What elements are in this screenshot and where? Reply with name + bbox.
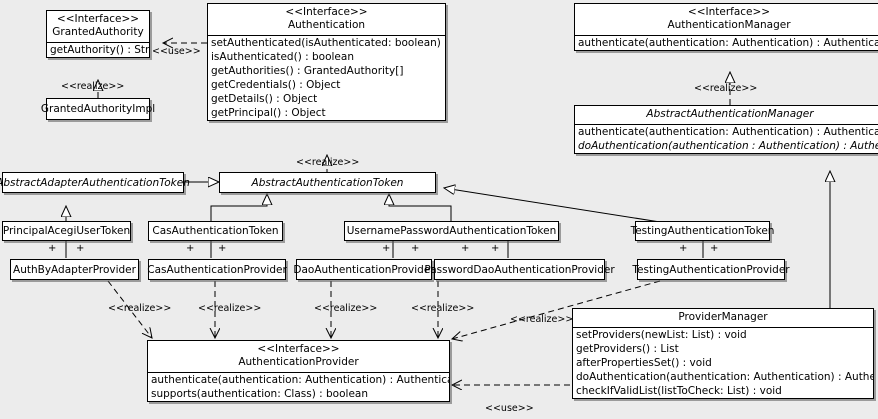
class-dao-authentication-provider[interactable]: DaoAuthenticationProvider — [293, 259, 435, 280]
class-testing-authentication-token[interactable]: TestingAuthenticationToken — [631, 221, 774, 241]
method-compartment: setAuthenticated(isAuthenticated: boolea… — [208, 35, 445, 120]
relationship-label-realize-abstract-auth-manager: <<realize>> — [694, 83, 758, 94]
class-name: AbstractAdapterAuthenticationToken — [0, 176, 190, 189]
class-name: TestingAuthenticationProvider — [632, 263, 790, 276]
class-cas-authentication-provider[interactable]: CasAuthenticationProvider — [147, 259, 287, 280]
relationship-label-realize-dao-provider: <<realize>> — [314, 303, 378, 314]
relationship-label-realize-password-dao-provider: <<realize>> — [411, 303, 475, 314]
class-abstract-adapter-authentication-token[interactable]: AbstractAdapterAuthenticationToken — [0, 172, 190, 193]
class-name: TestingAuthenticationToken — [630, 225, 775, 237]
class-name: AuthenticationManager — [667, 19, 791, 31]
method-item: isAuthenticated() : boolean — [211, 51, 354, 63]
method-item: checkIfValidList(listToCheck: List) : vo… — [576, 385, 782, 397]
class-authentication-manager[interactable]: <<Interface>> AuthenticationManager auth… — [574, 3, 878, 51]
class-name: AbstractAuthenticationManager — [646, 108, 814, 120]
class-header: <<Interface>> AuthenticationManager — [575, 4, 878, 35]
class-name: PrincipalAcegiUserToken — [2, 225, 131, 237]
association-marker-plus: + — [382, 243, 391, 254]
association-marker-plus: + — [679, 243, 688, 254]
relationship-label-use-authentication: <<use>> — [152, 46, 201, 57]
class-abstract-authentication-token[interactable]: AbstractAuthenticationToken — [219, 172, 436, 193]
class-header: <<Interface>> GrantedAuthority — [47, 11, 149, 42]
class-auth-by-adapter-provider[interactable]: AuthByAdapterProvider — [10, 259, 139, 280]
method-item: authenticate(authentication: Authenticat… — [578, 126, 878, 138]
association-marker-plus: + — [76, 243, 85, 254]
class-header: <<Interface>> AuthenticationProvider — [148, 341, 449, 372]
class-password-dao-authentication-provider[interactable]: PasswordDaoAuthenticationProvider — [424, 259, 615, 280]
method-item: setAuthenticated(isAuthenticated: boolea… — [211, 37, 445, 49]
association-marker-plus: + — [48, 243, 57, 254]
method-item: getCredentials() : Object — [211, 79, 341, 91]
stereotype-label: <<Interface>> — [285, 6, 368, 18]
class-name: PasswordDaoAuthenticationProvider — [424, 263, 615, 276]
class-granted-authority[interactable]: <<Interface>> GrantedAuthority getAuthor… — [46, 10, 150, 58]
method-item: setProviders(newList: List) : void — [576, 329, 747, 341]
class-authentication[interactable]: <<Interface>> Authentication setAuthenti… — [207, 3, 446, 121]
class-granted-authority-impl[interactable]: GrantedAuthorityImpl — [41, 98, 155, 120]
class-name: AbstractAuthenticationToken — [251, 176, 404, 189]
class-authentication-provider[interactable]: <<Interface>> AuthenticationProvider aut… — [147, 340, 450, 402]
method-item: authenticate(authentication: Authenticat… — [578, 37, 878, 49]
method-item: getProviders() : List — [576, 343, 679, 355]
method-item: authenticate(authentication: Authenticat… — [151, 374, 449, 386]
association-marker-plus: + — [491, 243, 500, 254]
method-compartment: authenticate(authentication: Authenticat… — [575, 35, 878, 50]
class-name: AuthenticationProvider — [238, 356, 359, 368]
association-marker-plus: + — [186, 243, 195, 254]
class-header: <<Interface>> Authentication — [208, 4, 445, 35]
method-compartment: getAuthority() : String — [47, 42, 149, 57]
method-item: afterPropertiesSet() : void — [576, 357, 712, 369]
class-name: UsernamePasswordAuthenticationToken — [346, 225, 557, 237]
relationship-label-use-provider-manager: <<use>> — [485, 403, 534, 414]
relationship-label-realize-granted-authority-impl: <<realize>> — [61, 81, 125, 92]
stereotype-label: <<Interface>> — [687, 6, 771, 18]
association-marker-plus: + — [710, 243, 719, 254]
method-item: doAuthentication(authentication: Authent… — [576, 371, 873, 383]
class-username-password-authentication-token[interactable]: UsernamePasswordAuthenticationToken — [344, 221, 559, 241]
method-compartment: setProviders(newList: List) : void getPr… — [573, 327, 873, 398]
class-cas-authentication-token[interactable]: CasAuthenticationToken — [148, 221, 283, 241]
method-item: supports(authentication: Class) : boolea… — [151, 388, 368, 400]
class-principal-acegi-user-token[interactable]: PrincipalAcegiUserToken — [2, 221, 131, 241]
stereotype-label: <<Interface>> — [257, 343, 340, 355]
class-provider-manager[interactable]: ProviderManager setProviders(newList: Li… — [572, 308, 874, 399]
association-marker-plus: + — [411, 243, 420, 254]
relationship-label-realize-authentication-token: <<realize>> — [296, 157, 360, 168]
class-name: GrantedAuthority — [52, 26, 144, 38]
relationship-label-realize-cas-provider: <<realize>> — [198, 303, 262, 314]
class-name: GrantedAuthorityImpl — [40, 103, 156, 115]
method-compartment: authenticate(authentication: Authenticat… — [148, 372, 449, 401]
method-item: doAuthentication(authentication : Authen… — [578, 140, 878, 152]
class-name: CasAuthenticationProvider — [147, 263, 287, 276]
method-compartment: authenticate(authentication: Authenticat… — [575, 124, 878, 153]
class-name: ProviderManager — [678, 311, 768, 323]
class-name: AuthByAdapterProvider — [13, 263, 136, 276]
method-item: getAuthorities() : GrantedAuthority[] — [211, 65, 404, 77]
stereotype-label: <<Interface>> — [56, 13, 140, 25]
class-name: DaoAuthenticationProvider — [293, 263, 435, 276]
class-name: CasAuthenticationToken — [152, 225, 279, 237]
relationship-label-realize-testing-provider: <<realize>> — [510, 314, 574, 325]
class-testing-authentication-provider[interactable]: TestingAuthenticationProvider — [632, 259, 790, 280]
class-name: Authentication — [287, 19, 366, 31]
class-abstract-authentication-manager[interactable]: AbstractAuthenticationManager authentica… — [574, 105, 878, 154]
relationship-label-realize-auth-by-adapter: <<realize>> — [108, 303, 172, 314]
association-marker-plus: + — [218, 243, 227, 254]
association-marker-plus: + — [461, 243, 470, 254]
method-item: getAuthority() : String — [50, 44, 149, 56]
class-header: ProviderManager — [573, 309, 873, 327]
method-item: getPrincipal() : Object — [211, 107, 326, 119]
method-item: getDetails() : Object — [211, 93, 318, 105]
class-header: AbstractAuthenticationManager — [575, 106, 878, 124]
